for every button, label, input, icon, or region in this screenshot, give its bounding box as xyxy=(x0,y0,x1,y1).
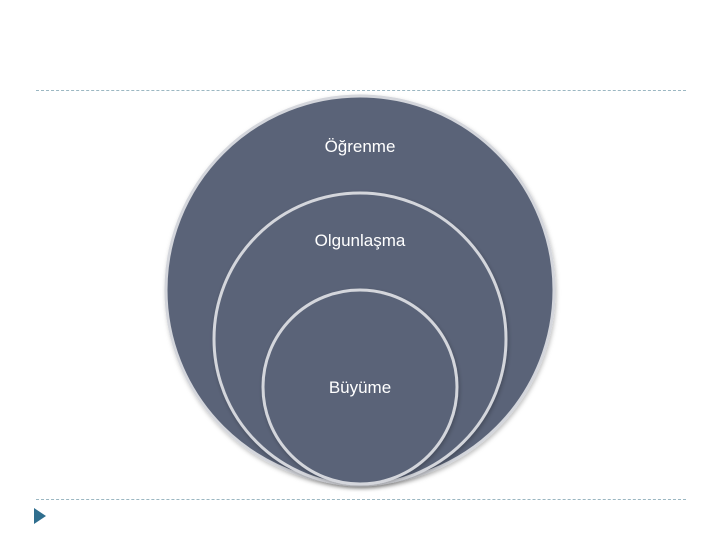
bottom-divider xyxy=(36,499,686,500)
triangle-right-icon[interactable] xyxy=(34,508,46,524)
outer-circle-label: Öğrenme xyxy=(325,137,396,156)
top-divider xyxy=(36,90,686,91)
inner-circle xyxy=(261,288,459,486)
middle-circle-label: Olgunlaşma xyxy=(315,231,406,250)
inner-circle-label: Büyüme xyxy=(329,378,391,397)
